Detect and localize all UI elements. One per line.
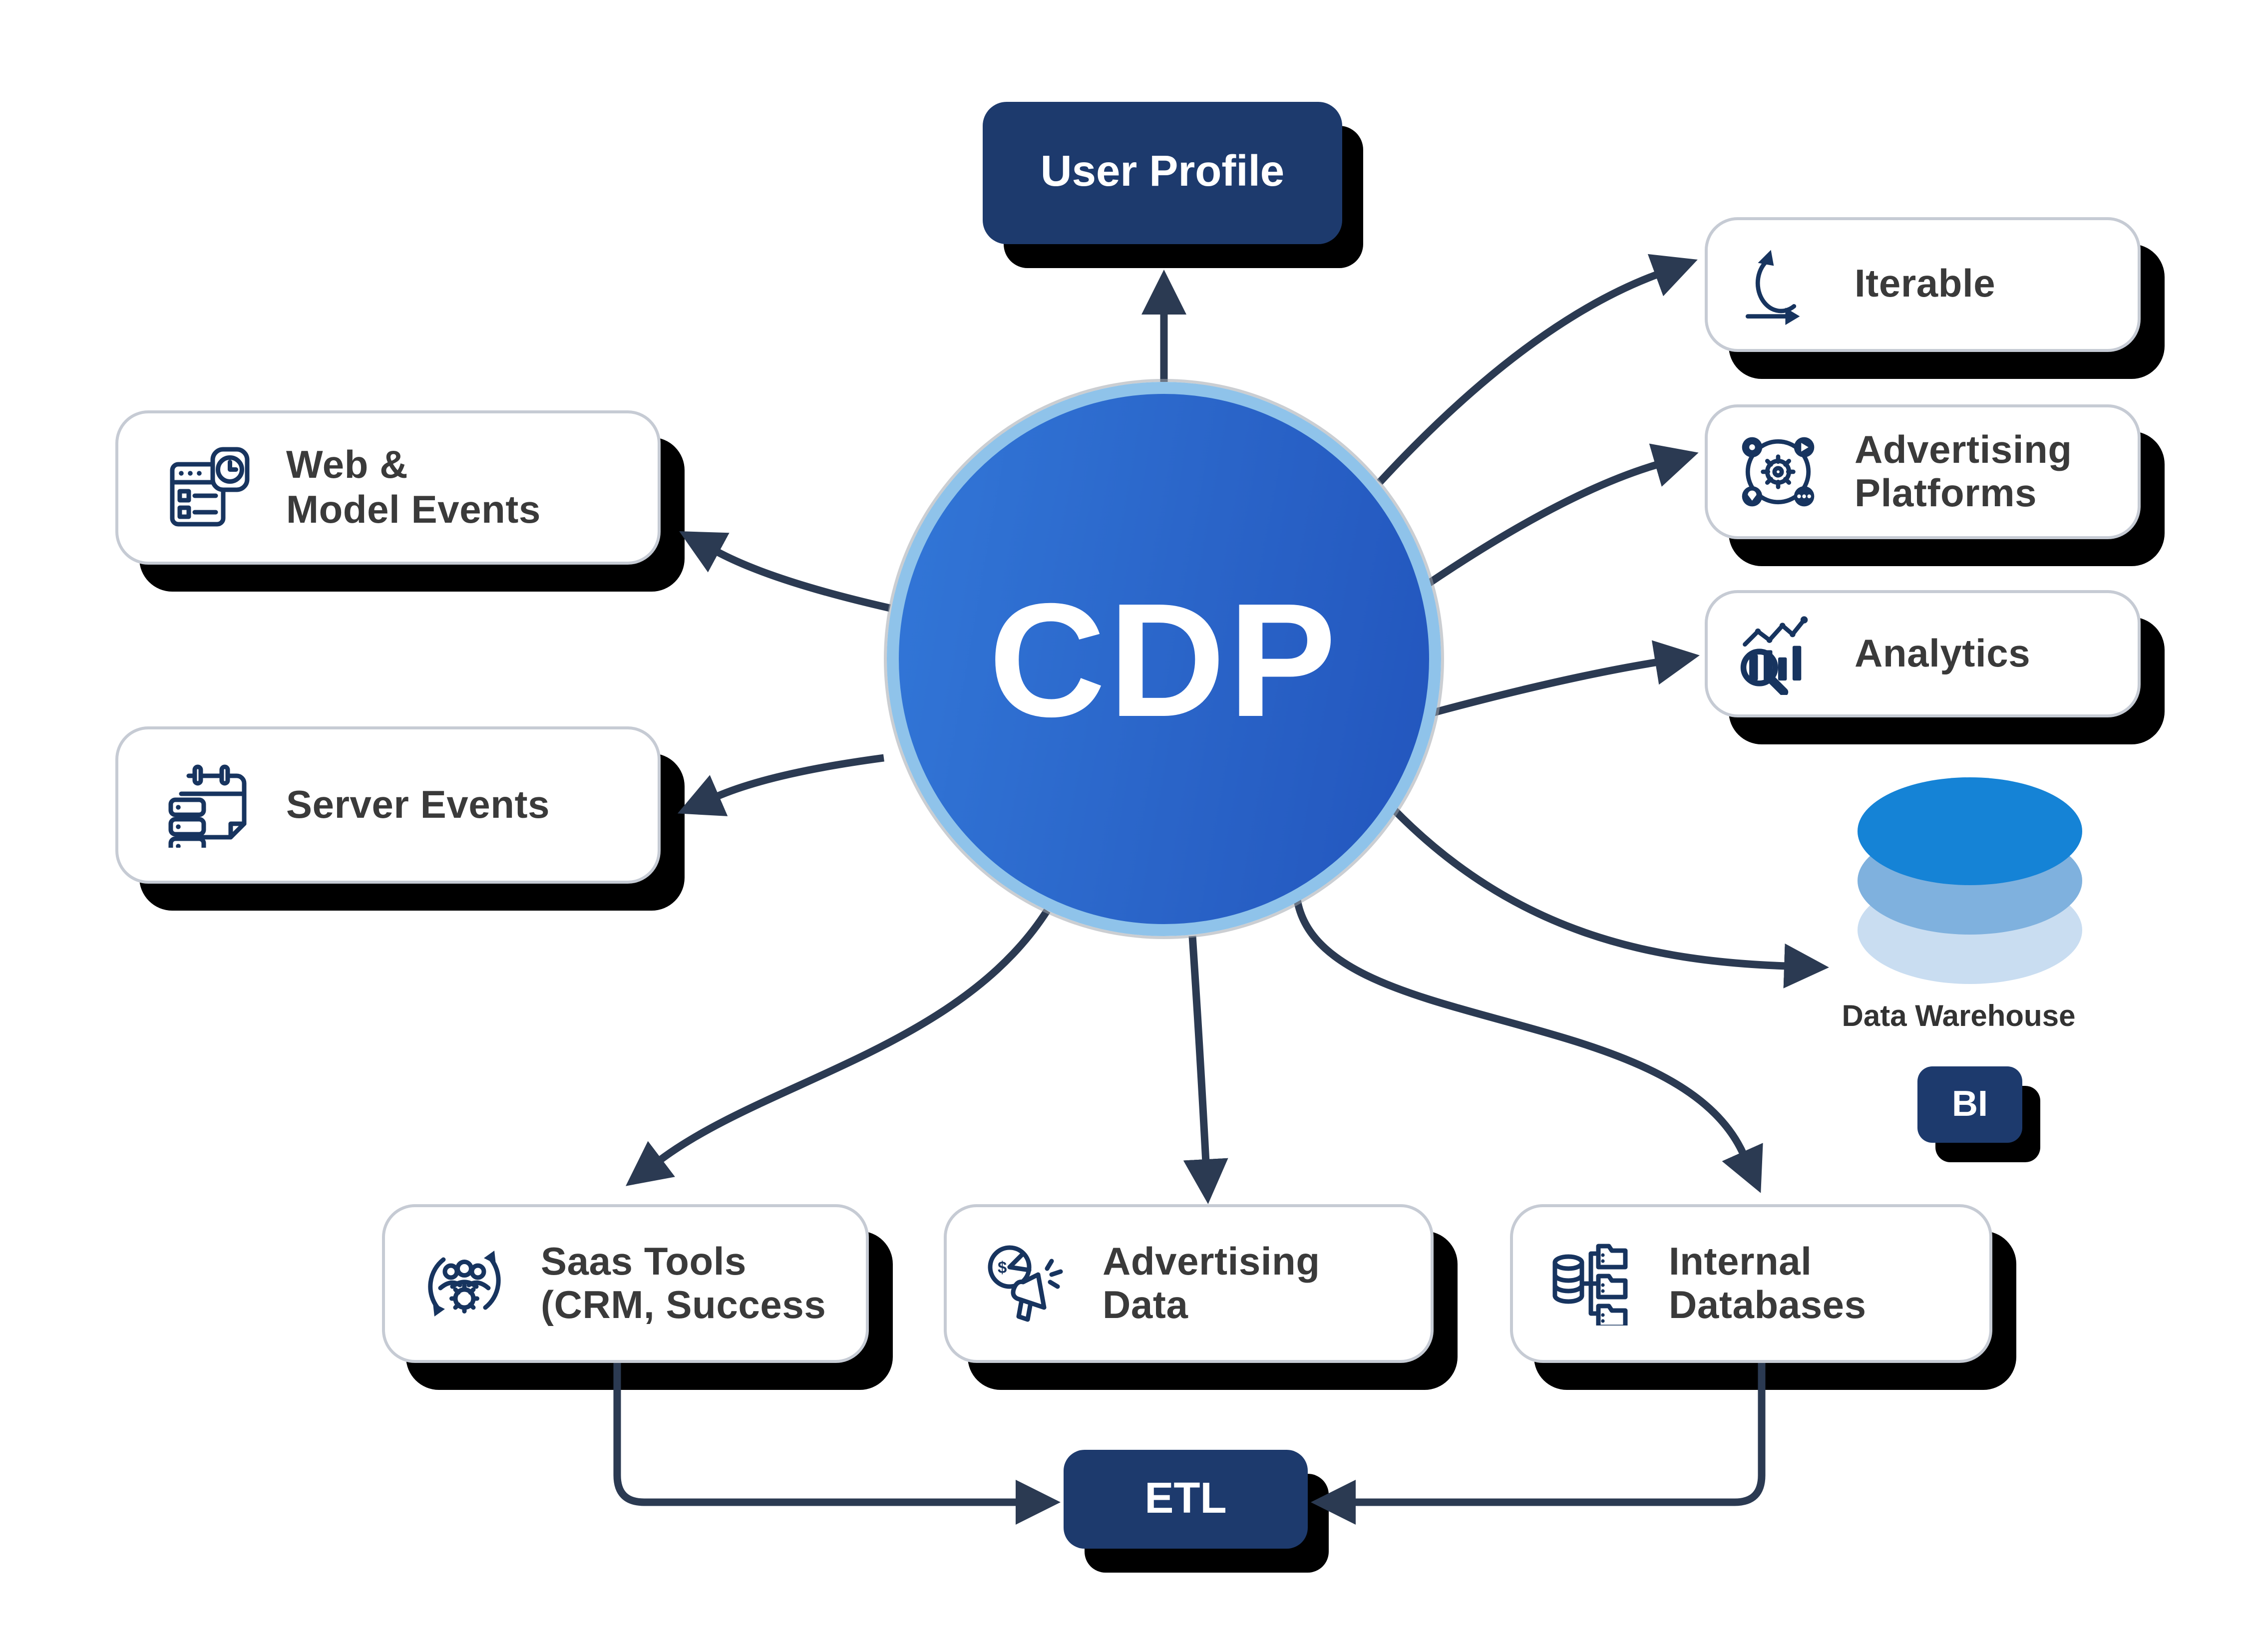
cdp-center-node: CDP	[887, 382, 1441, 936]
arrow-cdp-to-advertising-data	[1183, 936, 1228, 1204]
user-profile-node: User Profile	[983, 102, 1342, 244]
arrow-cdp-to-web-model-events	[679, 531, 891, 612]
svg-text:$: $	[998, 1258, 1007, 1277]
user-profile-label: User Profile	[1040, 148, 1285, 196]
data-warehouse-label: Data Warehouse	[1842, 1000, 2076, 1033]
saas-tools-node: Saas Tools (CRM, Success	[382, 1204, 869, 1363]
etl-node: ETL	[1064, 1450, 1308, 1549]
iterable-node: Iterable	[1705, 217, 2141, 352]
etl-label: ETL	[1144, 1474, 1227, 1523]
loop-arrows-icon	[1729, 244, 1828, 325]
calendar-server-icon	[160, 763, 259, 847]
saas-tools-label: Saas Tools (CRM, Success	[541, 1238, 826, 1327]
bi-node: BI	[1917, 1066, 2022, 1143]
arrow-cdp-to-internal-databases	[1293, 899, 1763, 1193]
team-gear-cycle-icon	[415, 1242, 514, 1325]
arrow-cdp-to-server-events	[677, 754, 884, 816]
server-events-node: Server Events	[115, 726, 661, 884]
web-model-events-node: Web & Model Events	[115, 410, 661, 565]
megaphone-pie-icon: $	[977, 1242, 1076, 1325]
chart-magnifier-icon	[1729, 614, 1828, 694]
analytics-label: Analytics	[1855, 630, 2031, 675]
browser-clock-icon	[160, 446, 259, 530]
stacked-disks-icon-top	[1858, 777, 2082, 885]
bi-label: BI	[1952, 1083, 1988, 1124]
advertising-data-node: $ Advertising Data	[944, 1204, 1434, 1363]
internal-databases-label: Internal Databases	[1669, 1238, 1867, 1327]
arrow-saas-tools-to-etl	[613, 1363, 1061, 1525]
web-model-events-label: Web & Model Events	[286, 442, 541, 531]
advertising-platforms-label: Advertising Platforms	[1855, 426, 2072, 515]
arrow-cdp-to-advertising-platforms	[1425, 443, 1699, 588]
server-events-label: Server Events	[286, 781, 550, 827]
iterable-label: Iterable	[1855, 261, 1996, 307]
advertising-data-label: Advertising Data	[1103, 1238, 1320, 1327]
gear-orbit-icon	[1729, 431, 1828, 512]
database-folders-icon	[1543, 1242, 1642, 1325]
arrow-cdp-to-saas-tools	[625, 908, 1051, 1186]
arrow-cdp-to-iterable	[1377, 254, 1698, 485]
arrow-internal-databases-to-etl	[1311, 1363, 1766, 1525]
cdp-label: CDP	[988, 568, 1340, 750]
arrow-cdp-to-data-warehouse	[1390, 806, 1829, 989]
arrow-cdp-to-analytics	[1431, 640, 1700, 717]
advertising-platforms-node: Advertising Platforms	[1705, 404, 2141, 539]
analytics-node: Analytics	[1705, 590, 2141, 717]
internal-databases-node: Internal Databases	[1510, 1204, 1992, 1363]
